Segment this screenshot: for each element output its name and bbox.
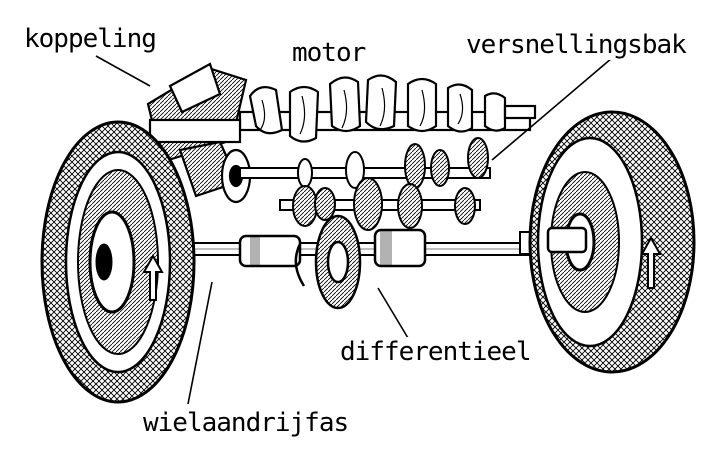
right-wheel [528,110,696,374]
motor-crankshaft [238,74,537,143]
leader-koppeling [95,55,151,87]
differential [294,214,362,310]
label-versnellingsbak: versnellingsbak [466,30,687,60]
gearbox [239,137,491,231]
label-motor: motor [292,38,366,68]
leader-wielaandrijfas [187,281,213,405]
clutch [146,62,252,204]
leader-versnellingsbak [491,57,613,161]
label-wielaandrijfas: wielaandrijfas [143,408,349,438]
leader-differentieel [377,287,409,339]
label-differentieel: differentieel [340,337,531,367]
rotation-arrow-icon [142,253,164,301]
label-koppeling: koppeling [24,24,157,54]
rotation-arrow-icon [640,235,662,289]
left-wheel [40,120,196,404]
leader-lines [95,55,613,405]
